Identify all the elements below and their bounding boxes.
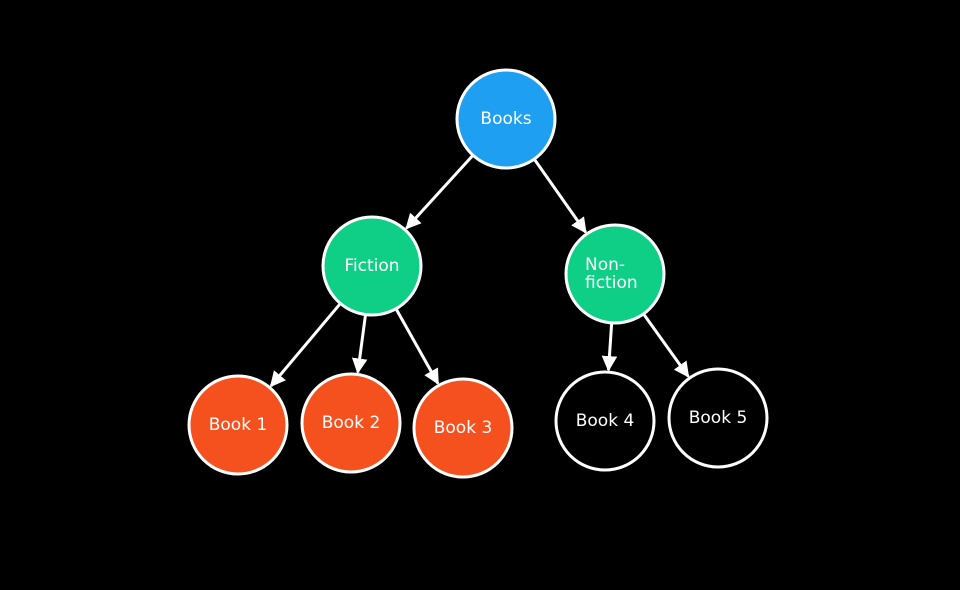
node-book2: Book 2 bbox=[300, 372, 402, 474]
node-label-book4: Book 4 bbox=[576, 411, 635, 431]
node-label-book5: Book 5 bbox=[689, 408, 748, 428]
node-circle-nonfiction bbox=[564, 223, 666, 325]
edge-nonfiction-to-book5 bbox=[642, 313, 690, 378]
node-book1: Book 1 bbox=[187, 374, 289, 476]
node-label-book3: Book 3 bbox=[434, 418, 493, 438]
node-circle-book2 bbox=[300, 372, 402, 474]
node-book5: Book 5 bbox=[667, 367, 769, 469]
edge-fiction-to-book1 bbox=[269, 303, 341, 388]
node-circle-book4 bbox=[554, 370, 656, 472]
edge-fiction-to-book2 bbox=[351, 315, 368, 375]
edge-nonfiction-to-book4 bbox=[601, 323, 618, 372]
node-label-books: Books bbox=[480, 109, 531, 129]
node-fiction: Fiction bbox=[321, 215, 423, 317]
node-label-nonfiction-line-1: Non- bbox=[585, 255, 625, 275]
edge-books-to-fiction bbox=[405, 154, 474, 230]
node-circle-books bbox=[455, 68, 557, 170]
edges bbox=[269, 154, 690, 388]
node-circle-book5 bbox=[667, 367, 769, 469]
edge-fiction-to-book3 bbox=[395, 308, 440, 385]
node-label-fiction: Fiction bbox=[344, 256, 399, 276]
node-book4: Book 4 bbox=[554, 370, 656, 472]
node-label-book1: Book 1 bbox=[209, 415, 268, 435]
node-circle-book3 bbox=[412, 377, 514, 479]
edge-books-to-nonfiction bbox=[533, 159, 587, 234]
node-book3: Book 3 bbox=[412, 377, 514, 479]
node-nonfiction: Non-fiction bbox=[564, 223, 666, 325]
node-books: Books bbox=[455, 68, 557, 170]
node-circle-book1 bbox=[187, 374, 289, 476]
node-circle-fiction bbox=[321, 215, 423, 317]
node-label-book2: Book 2 bbox=[322, 413, 381, 433]
node-label-nonfiction-line-2: fiction bbox=[585, 273, 638, 293]
